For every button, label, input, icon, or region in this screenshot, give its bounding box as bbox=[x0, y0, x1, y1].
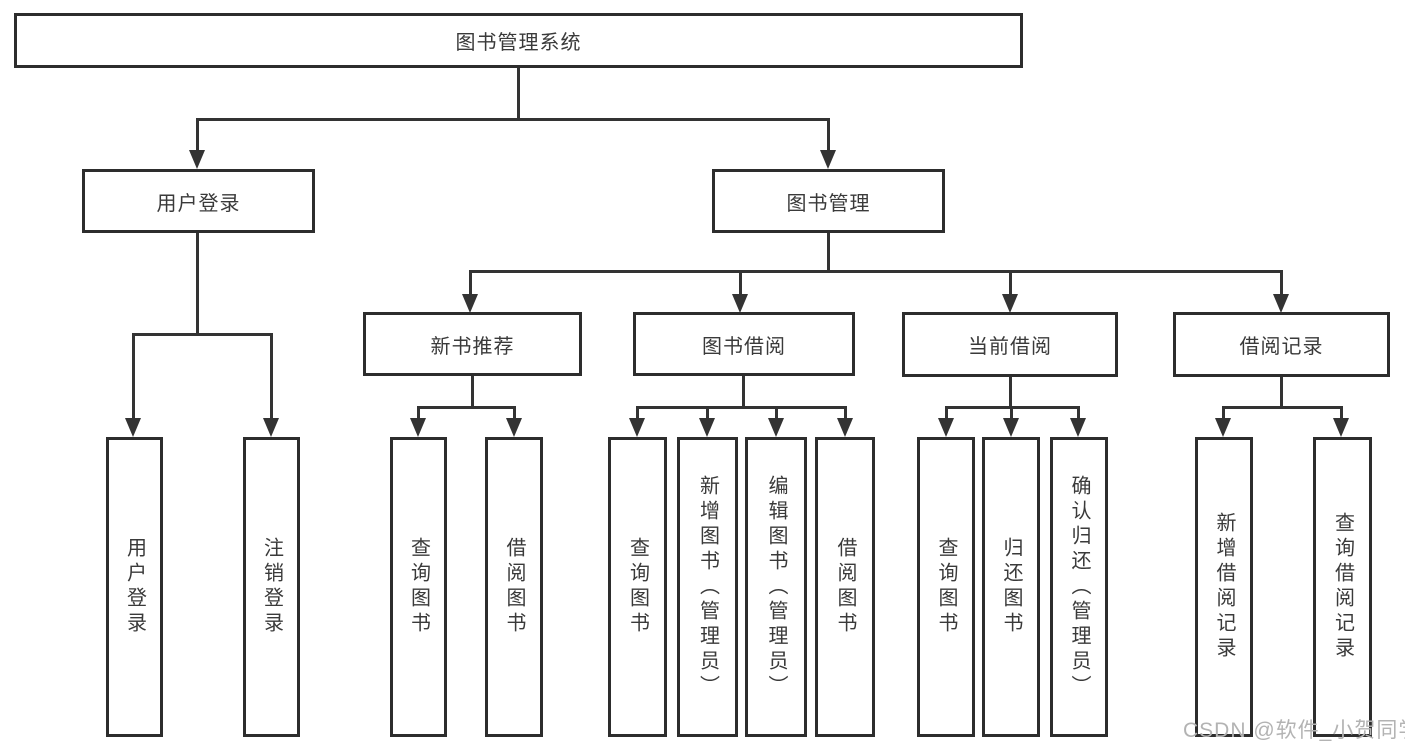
leaf-add-borrow-record: 新增借阅记录 bbox=[1195, 437, 1253, 737]
arrowhead-down-icon bbox=[820, 150, 836, 169]
connector-line bbox=[469, 270, 472, 296]
node-library-management-system: 图书管理系统 bbox=[14, 13, 1023, 68]
connector-line bbox=[636, 406, 846, 409]
connector-line bbox=[1340, 406, 1343, 420]
leaf-logout: 注销登录 bbox=[243, 437, 300, 737]
arrowhead-down-icon bbox=[189, 150, 205, 169]
connector-line bbox=[196, 233, 199, 335]
connector-line bbox=[775, 406, 778, 420]
connector-line bbox=[945, 406, 948, 420]
arrowhead-down-icon bbox=[1273, 294, 1289, 313]
connector-line bbox=[417, 406, 516, 409]
connector-line bbox=[132, 333, 273, 336]
leaf-add-books-admin: 新增图书（管理员） bbox=[677, 437, 738, 737]
connector-line bbox=[1009, 270, 1012, 296]
arrowhead-down-icon bbox=[699, 418, 715, 437]
connector-line bbox=[706, 406, 709, 420]
connector-line bbox=[827, 118, 830, 151]
arrowhead-down-icon bbox=[938, 418, 954, 437]
arrowhead-down-icon bbox=[837, 418, 853, 437]
node-book-borrowing: 图书借阅 bbox=[633, 312, 855, 376]
arrowhead-down-icon bbox=[629, 418, 645, 437]
leaf-borrow-books-recommend: 借阅图书 bbox=[485, 437, 543, 737]
connector-line bbox=[132, 333, 135, 419]
node-user-login: 用户登录 bbox=[82, 169, 315, 233]
arrowhead-down-icon bbox=[462, 294, 478, 313]
arrowhead-down-icon bbox=[506, 418, 522, 437]
arrowhead-down-icon bbox=[1215, 418, 1231, 437]
connector-line bbox=[827, 233, 830, 273]
leaf-query-books-borrowing: 查询图书 bbox=[608, 437, 667, 737]
leaf-edit-books-admin: 编辑图书（管理员） bbox=[745, 437, 807, 737]
connector-line bbox=[739, 270, 742, 296]
arrowhead-down-icon bbox=[1333, 418, 1349, 437]
connector-line bbox=[1222, 406, 1225, 420]
arrowhead-down-icon bbox=[125, 418, 141, 437]
arrowhead-down-icon bbox=[1003, 418, 1019, 437]
connector-line bbox=[1009, 376, 1012, 408]
watermark-csdn: CSDN @软件_小贺同学 bbox=[1183, 719, 1405, 742]
connector-line bbox=[1280, 270, 1283, 296]
connector-line bbox=[196, 118, 830, 121]
leaf-query-books-recommend: 查询图书 bbox=[390, 437, 447, 737]
connector-line bbox=[417, 406, 420, 420]
arrowhead-down-icon bbox=[768, 418, 784, 437]
connector-line bbox=[517, 68, 520, 120]
connector-line bbox=[513, 406, 516, 420]
arrowhead-down-icon bbox=[1002, 294, 1018, 313]
arrowhead-down-icon bbox=[1070, 418, 1086, 437]
leaf-query-books-current: 查询图书 bbox=[917, 437, 975, 737]
arrowhead-down-icon bbox=[263, 418, 279, 437]
connector-line bbox=[742, 375, 745, 408]
node-book-management: 图书管理 bbox=[712, 169, 945, 233]
connector-line bbox=[844, 406, 847, 420]
connector-line bbox=[471, 376, 474, 408]
leaf-confirm-return-admin: 确认归还（管理员） bbox=[1050, 437, 1108, 737]
connector-line bbox=[196, 118, 199, 151]
leaf-borrow-books-borrowing: 借阅图书 bbox=[815, 437, 875, 737]
arrowhead-down-icon bbox=[410, 418, 426, 437]
connector-line bbox=[1222, 406, 1343, 409]
leaf-user-login: 用户登录 bbox=[106, 437, 163, 737]
connector-line bbox=[636, 406, 639, 420]
connector-line bbox=[1077, 406, 1080, 420]
node-new-book-recommend: 新书推荐 bbox=[363, 312, 582, 376]
node-current-borrowing: 当前借阅 bbox=[902, 312, 1118, 377]
connector-line bbox=[270, 333, 273, 419]
arrowhead-down-icon bbox=[732, 294, 748, 313]
connector-line bbox=[1010, 406, 1013, 420]
connector-line bbox=[1280, 376, 1283, 408]
node-borrowing-records: 借阅记录 bbox=[1173, 312, 1390, 377]
leaf-query-borrow-record: 查询借阅记录 bbox=[1313, 437, 1372, 737]
connector-line bbox=[469, 270, 1283, 273]
leaf-return-books: 归还图书 bbox=[982, 437, 1040, 737]
